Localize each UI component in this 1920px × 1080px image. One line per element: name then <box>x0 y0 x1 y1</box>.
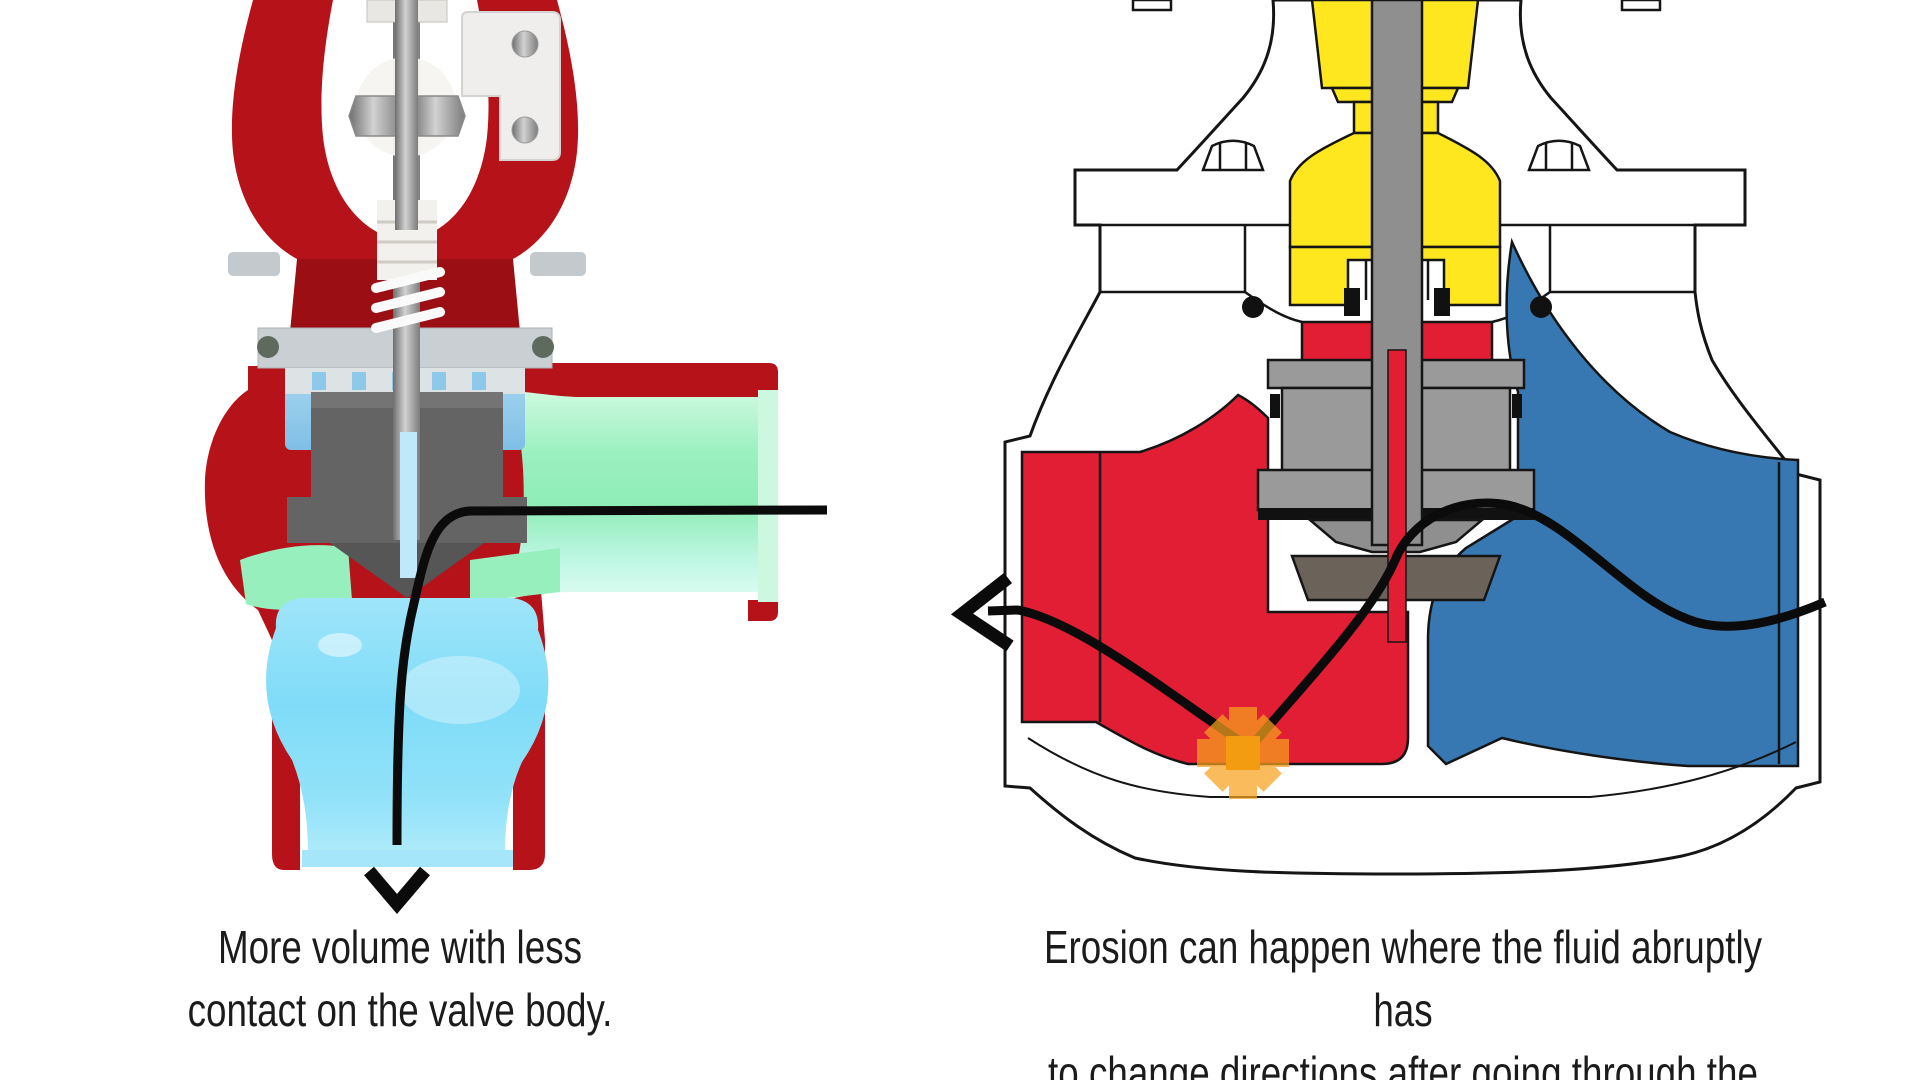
bracket-screw-icon <box>511 116 539 144</box>
o-ring-dot <box>1242 296 1264 318</box>
left-caption-line2: contact on the valve body. <box>187 984 613 1036</box>
stem-core-fluid <box>400 432 417 578</box>
inlet-pipe-top-wall <box>500 363 778 397</box>
outlet-fluid-highlight <box>318 633 362 657</box>
right-caption-line2: to change directions after going through… <box>1048 1047 1758 1080</box>
inlet-fluid-green-wrap-left <box>240 545 352 610</box>
erosion-burst-icon <box>1197 707 1289 799</box>
inlet-fluid-green-wrap-right <box>470 548 560 602</box>
stem-upper <box>395 0 418 230</box>
cage-seal <box>1512 394 1522 418</box>
right-caption-line1: Erosion can happen where the fluid abrup… <box>1043 921 1763 1036</box>
inlet-pipe-bottom-lip <box>748 600 778 621</box>
down-arrowhead-icon <box>364 866 430 915</box>
left-valve-figure <box>204 0 828 915</box>
body-bottom-contour <box>1027 737 1797 798</box>
stem-packing-seal <box>1434 288 1450 316</box>
right-valve-caption: Erosion can happen where the fluid abrup… <box>1019 916 1787 1080</box>
flow-path-line-inlet <box>1246 498 1827 751</box>
bonnet-flange-tab-right <box>530 252 586 276</box>
flange-bolt-icon <box>257 336 279 358</box>
cage-seal <box>1270 394 1280 418</box>
bonnet-flange-tab-left <box>228 252 280 276</box>
right-valve-figure <box>950 0 1827 876</box>
inlet-pipe-end-ring <box>758 390 778 602</box>
yoke-leg-tab <box>1620 0 1662 12</box>
spring <box>371 267 445 333</box>
outlet-fluid <box>266 598 549 867</box>
left-arrowhead-icon <box>950 572 1014 652</box>
flange-bolt-icon <box>1201 139 1591 172</box>
o-ring-dot <box>1530 296 1552 318</box>
inlet-fluid-green <box>505 390 778 600</box>
left-caption-line1: More volume with less <box>217 921 583 973</box>
stem-core-passage <box>1387 349 1407 643</box>
stem-packing-seal <box>1344 288 1360 316</box>
stem-connector-bracket <box>461 11 561 161</box>
bracket-screw-icon <box>511 30 539 58</box>
outlet-tube-flare <box>302 850 513 867</box>
flow-arrow-line <box>392 505 828 846</box>
flange-bolt-icon <box>532 336 554 358</box>
yoke-leg-tab <box>1131 0 1173 12</box>
left-valve-caption: More volume with less contact on the val… <box>128 916 672 1042</box>
outlet-fluid-highlight <box>400 656 520 724</box>
